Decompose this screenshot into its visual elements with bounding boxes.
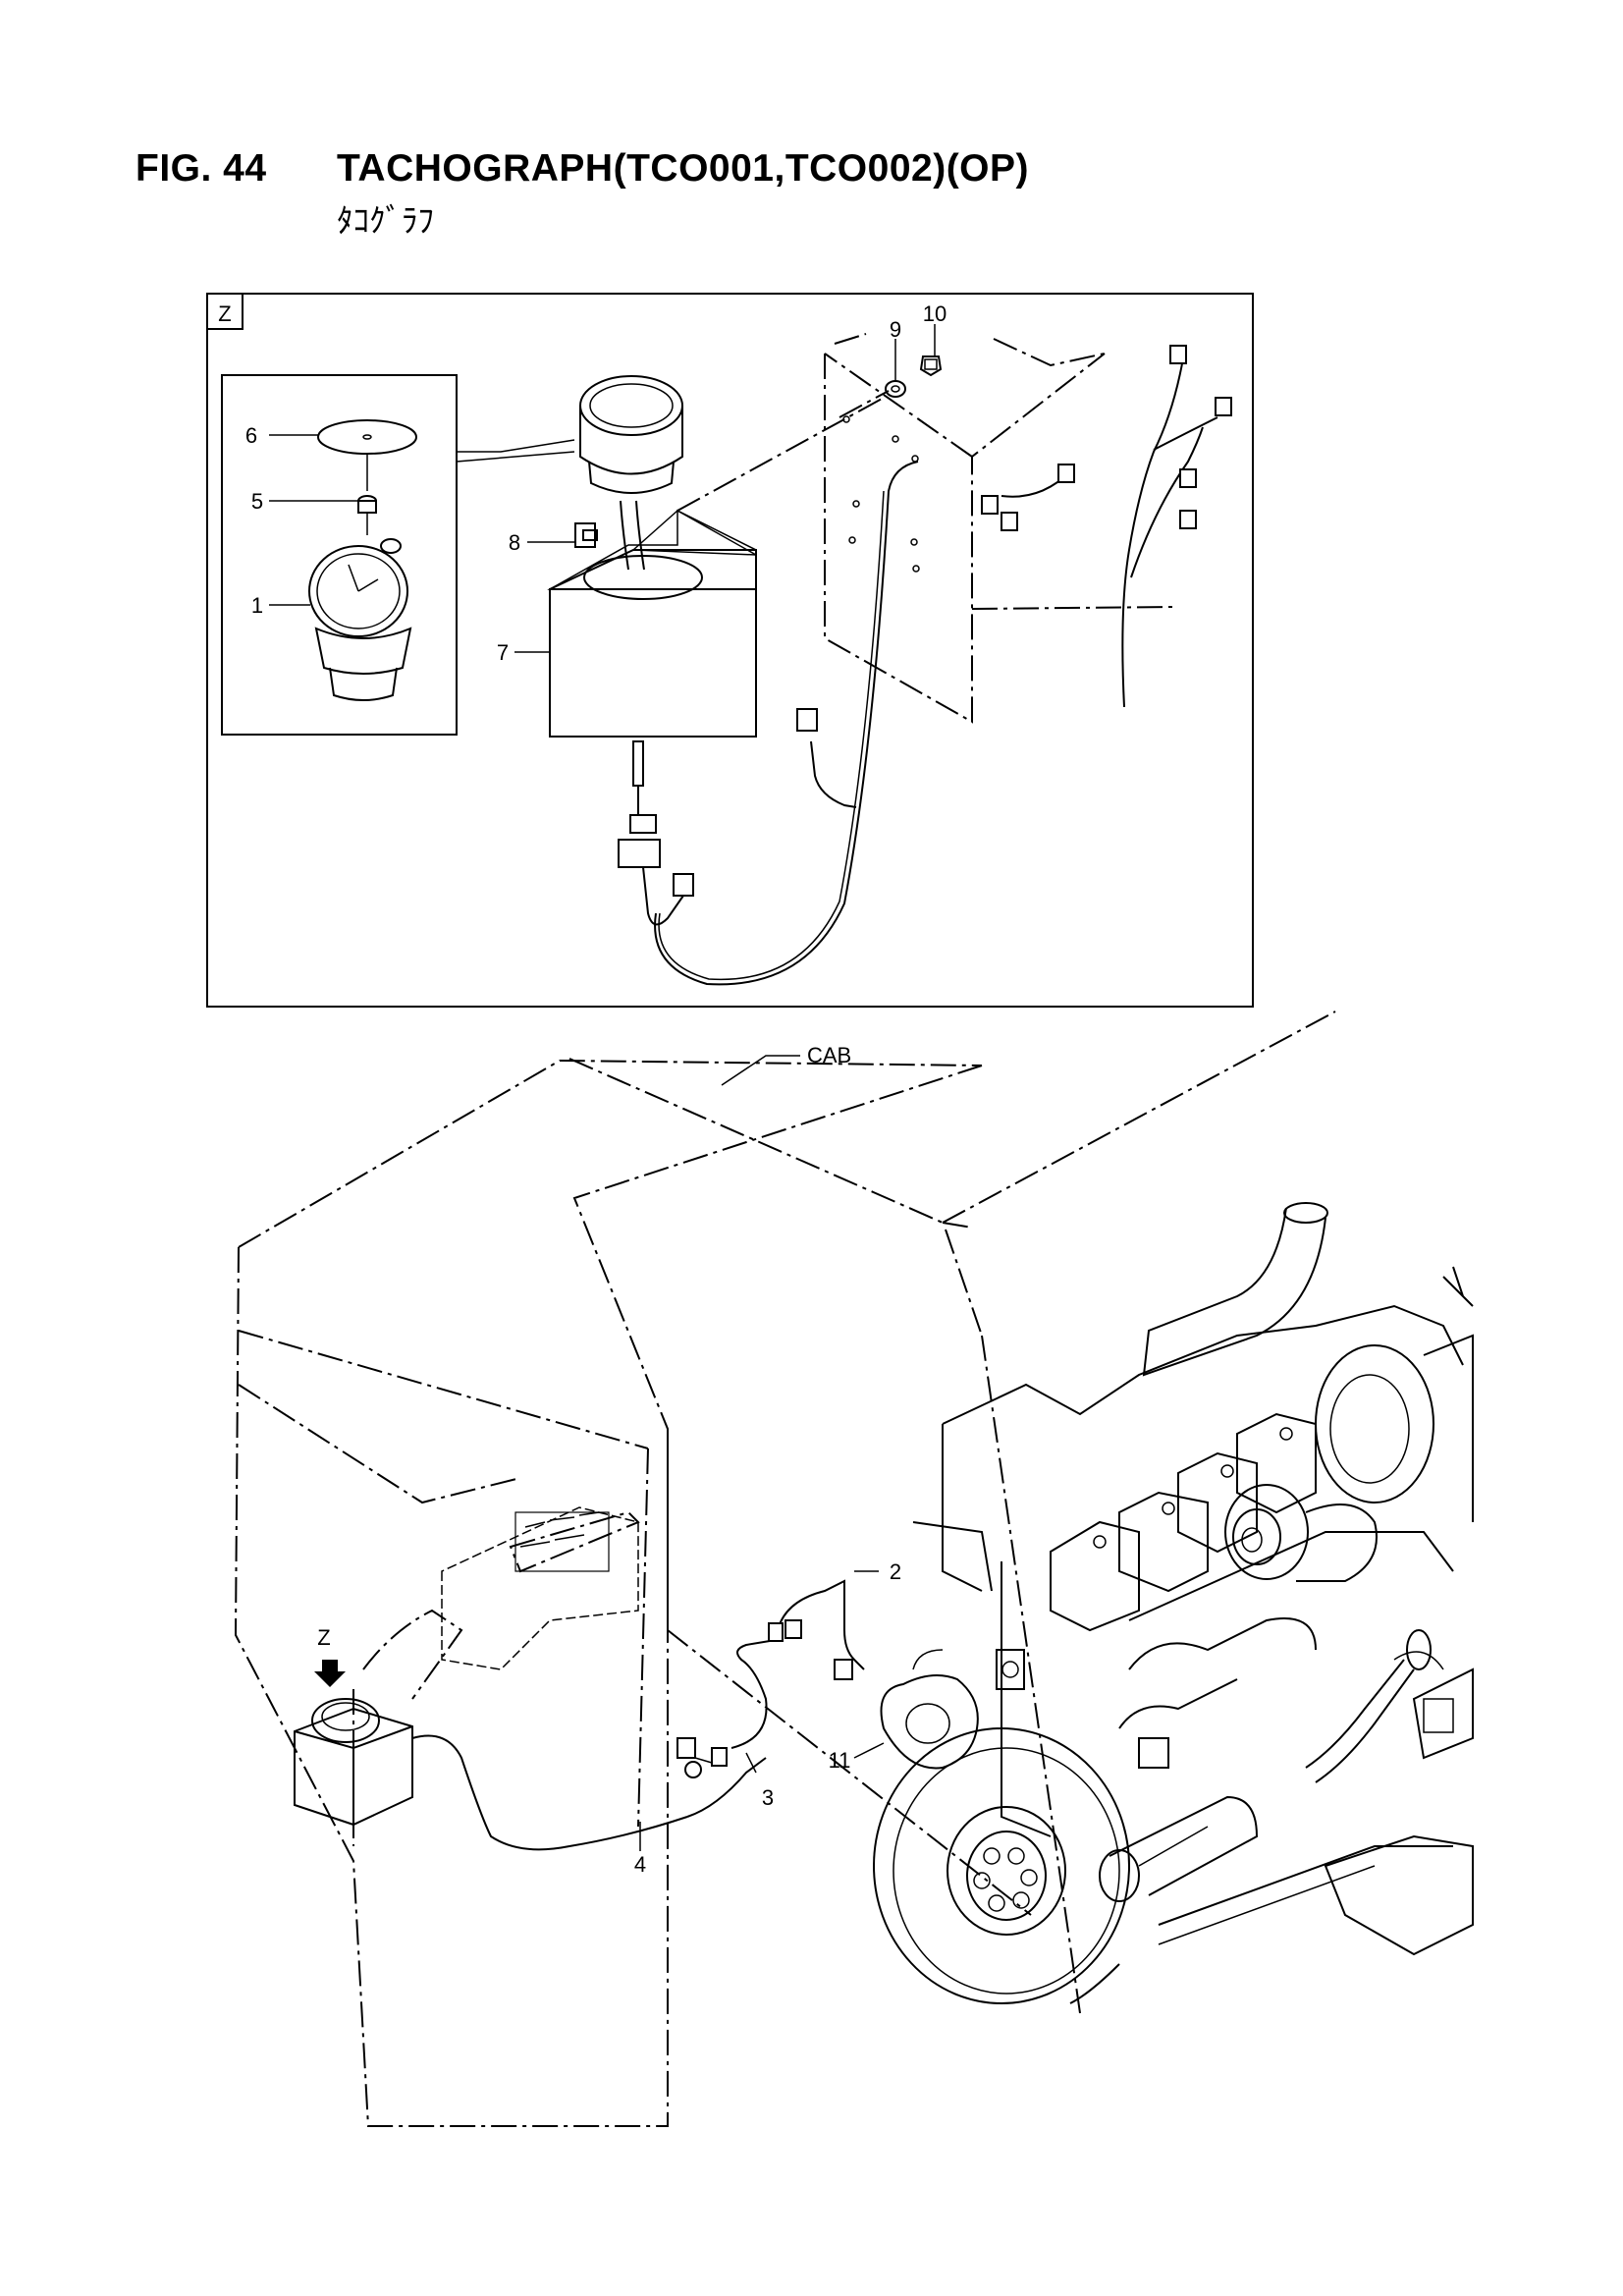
sensor-harness (676, 1579, 865, 1818)
callout-2: 2 (890, 1559, 901, 1584)
callout-8: 8 (509, 530, 520, 555)
callout-1: 1 (251, 593, 263, 618)
tachograph-instrument (308, 538, 412, 701)
cab-dashboard (352, 1506, 640, 1846)
dash-panel (824, 333, 1174, 724)
chart-disc-part (317, 419, 417, 455)
callout-4: 4 (634, 1852, 646, 1877)
bolt-part (574, 522, 598, 548)
view-arrow-icon (314, 1660, 346, 1687)
callout-9: 9 (890, 317, 901, 342)
cab-outline (234, 1065, 983, 2127)
mounting-box (547, 509, 757, 787)
box-connectors (618, 786, 694, 926)
callout-6: 6 (245, 423, 257, 448)
callout-10: 10 (923, 301, 947, 326)
gauge-housing (579, 375, 683, 571)
detail-view-z: Z 6 5 1 (206, 293, 1254, 1008)
cab-label: CAB (807, 1043, 851, 1067)
callout-7: 7 (497, 640, 509, 665)
washer-part (885, 380, 906, 398)
callout-3: 3 (762, 1785, 774, 1810)
figure-title: TACHOGRAPH(TCO001,TCO002)(OP) (337, 147, 1030, 190)
callout-11: 11 (829, 1748, 851, 1773)
cab-tachograph-box (294, 1698, 688, 1851)
nut-part-10 (919, 355, 943, 377)
main-harness (981, 345, 1232, 708)
main-view: CAB Z (234, 1011, 1474, 2127)
figure-subtitle: ﾀｺｸﾞﾗﾌ (337, 201, 434, 240)
view-arrow-label: Z (317, 1625, 330, 1650)
nut-part (357, 495, 377, 514)
flywheel (873, 1727, 1130, 2004)
engine-illustration (873, 1202, 1474, 2004)
exploded-inset (221, 374, 458, 736)
figure-number: FIG. 44 (135, 147, 267, 190)
callout-5: 5 (251, 489, 263, 514)
tachograph-harness (654, 461, 919, 986)
detail-view-label: Z (218, 301, 231, 326)
